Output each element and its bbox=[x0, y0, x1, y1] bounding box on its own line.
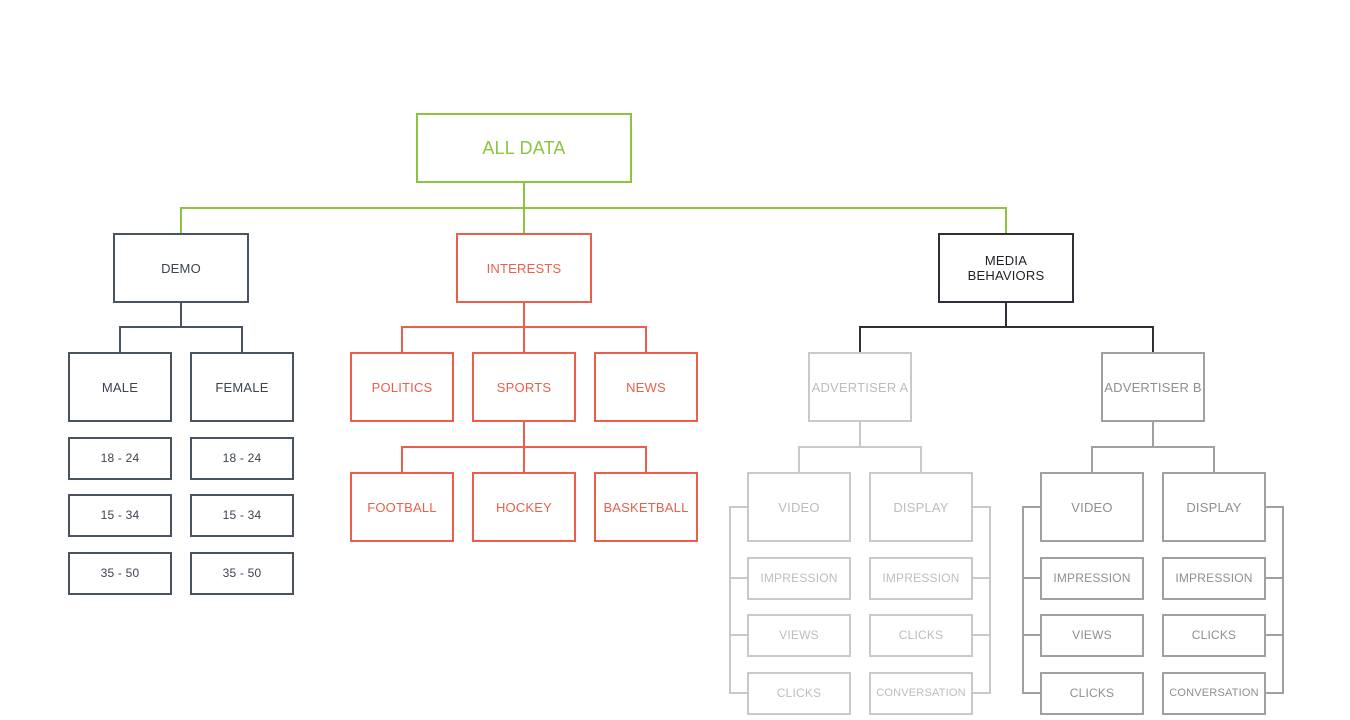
advertiser-b-node[interactable]: ADVERTISER B bbox=[1101, 352, 1205, 422]
football-node[interactable]: FOOTBALL bbox=[350, 472, 454, 542]
interests-node[interactable]: INTERESTS bbox=[456, 233, 592, 303]
media-behaviors-node[interactable]: MEDIA BEHAVIORS bbox=[938, 233, 1074, 303]
demo-node[interactable]: DEMO bbox=[113, 233, 249, 303]
male-node[interactable]: MALE bbox=[68, 352, 172, 422]
female-age-item[interactable]: 35 - 50 bbox=[190, 552, 294, 595]
interests-connectors bbox=[401, 302, 647, 473]
male-age-item[interactable]: 18 - 24 bbox=[68, 437, 172, 480]
advertiser-a-video-node[interactable]: VIDEO bbox=[747, 472, 851, 542]
basketball-node[interactable]: BASKETBALL bbox=[594, 472, 698, 542]
advertiser-b-connectors bbox=[1022, 422, 1284, 694]
advertiser-a-display-metric[interactable]: CLICKS bbox=[869, 614, 973, 657]
advertiser-b-video-metric[interactable]: CLICKS bbox=[1040, 672, 1144, 715]
advertiser-b-display-metric[interactable]: IMPRESSION bbox=[1162, 557, 1266, 600]
news-node[interactable]: NEWS bbox=[594, 352, 698, 422]
media-connectors bbox=[859, 302, 1154, 353]
male-age-item[interactable]: 15 - 34 bbox=[68, 494, 172, 537]
advertiser-b-video-metric[interactable]: IMPRESSION bbox=[1040, 557, 1144, 600]
female-node[interactable]: FEMALE bbox=[190, 352, 294, 422]
demo-connectors bbox=[119, 302, 243, 353]
advertiser-a-display-metric[interactable]: IMPRESSION bbox=[869, 557, 973, 600]
advertiser-a-video-metric[interactable]: IMPRESSION bbox=[747, 557, 851, 600]
advertiser-a-display-metric[interactable]: CONVERSATION bbox=[869, 672, 973, 715]
advertiser-b-display-node[interactable]: DISPLAY bbox=[1162, 472, 1266, 542]
root-connectors bbox=[180, 183, 1007, 234]
female-age-item[interactable]: 18 - 24 bbox=[190, 437, 294, 480]
advertiser-b-display-metric[interactable]: CLICKS bbox=[1162, 614, 1266, 657]
advertiser-a-node[interactable]: ADVERTISER A bbox=[808, 352, 912, 422]
female-age-item[interactable]: 15 - 34 bbox=[190, 494, 294, 537]
advertiser-a-display-node[interactable]: DISPLAY bbox=[869, 472, 973, 542]
hockey-node[interactable]: HOCKEY bbox=[472, 472, 576, 542]
all-data-node[interactable]: ALL DATA bbox=[416, 113, 632, 183]
sports-node[interactable]: SPORTS bbox=[472, 352, 576, 422]
advertiser-a-video-metric[interactable]: CLICKS bbox=[747, 672, 851, 715]
advertiser-b-display-metric[interactable]: CONVERSATION bbox=[1162, 672, 1266, 715]
advertiser-a-connectors bbox=[729, 422, 991, 694]
politics-node[interactable]: POLITICS bbox=[350, 352, 454, 422]
advertiser-a-video-metric[interactable]: VIEWS bbox=[747, 614, 851, 657]
male-age-item[interactable]: 35 - 50 bbox=[68, 552, 172, 595]
advertiser-b-video-metric[interactable]: VIEWS bbox=[1040, 614, 1144, 657]
advertiser-b-video-node[interactable]: VIDEO bbox=[1040, 472, 1144, 542]
